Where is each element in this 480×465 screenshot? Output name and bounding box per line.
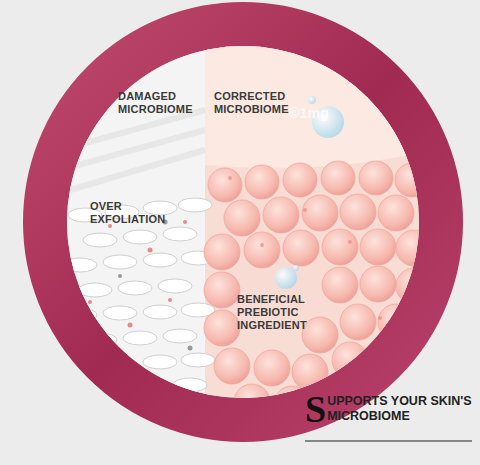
title-underline [305, 440, 472, 441]
callout-label: BENEFICIAL PREBIOTIC INGREDIENT [237, 293, 327, 332]
ring [45, 24, 441, 420]
title: SUPPORTS YOUR SKIN'S MICROBIOME [305, 394, 473, 424]
watermark: ©1mg [289, 105, 349, 121]
section-heading: DAMAGED MICROBIOME [118, 90, 208, 116]
callout-label: OVER EXFOLIATION [90, 200, 180, 226]
bubble [275, 267, 297, 289]
